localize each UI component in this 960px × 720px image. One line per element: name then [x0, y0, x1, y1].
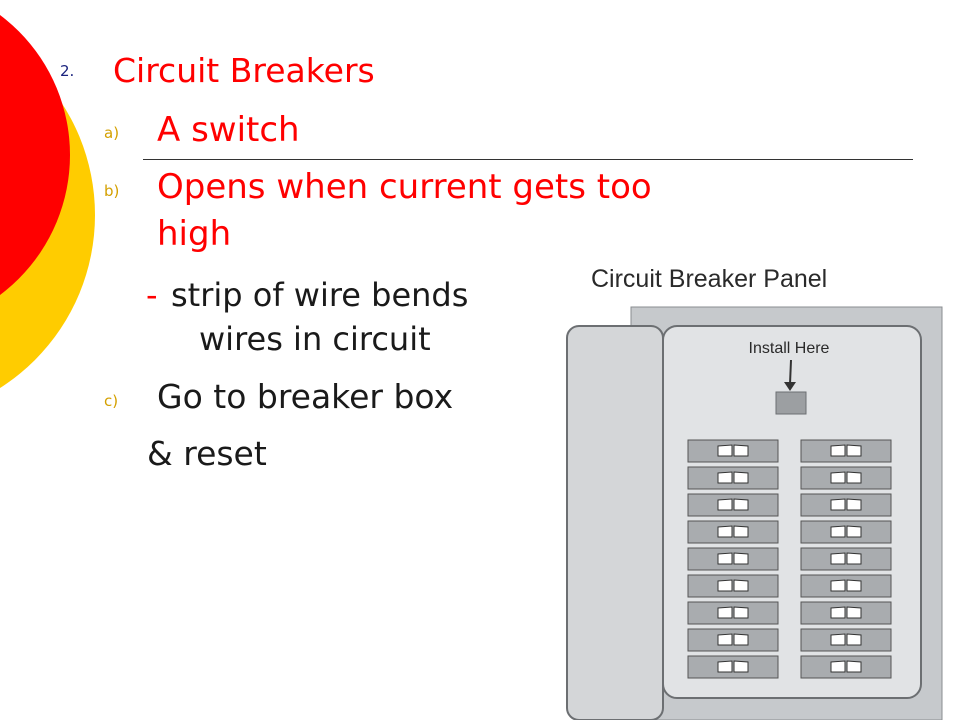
marker-a: a)	[104, 124, 120, 142]
item-a-text: A switch	[157, 110, 300, 150]
breaker-switch	[687, 655, 779, 679]
breaker-grid	[687, 439, 892, 679]
breaker-switch	[800, 466, 892, 490]
breaker-panel-image: Circuit Breaker Panel Install Here	[565, 257, 950, 720]
breaker-switch	[687, 493, 779, 517]
decorative-circles	[0, 15, 95, 388]
marker-c: c)	[104, 392, 119, 410]
breaker-switch	[687, 439, 779, 463]
panel-drawing: Install Here	[566, 306, 943, 720]
breaker-switch	[800, 628, 892, 652]
reset-line: & reset	[147, 434, 267, 473]
item-b-line1: Opens when current gets too	[157, 167, 652, 207]
breaker-switch	[800, 439, 892, 463]
sub-line1: strip of wire bends	[171, 276, 469, 314]
marker-b: b)	[104, 182, 120, 200]
breaker-switch	[687, 628, 779, 652]
install-label: Install Here	[749, 340, 830, 357]
breaker-switch	[687, 466, 779, 490]
list-number: 2.	[60, 62, 75, 80]
breaker-switch	[800, 520, 892, 544]
item-b-line2: high	[157, 214, 232, 254]
sub-line2: wires in circuit	[199, 320, 431, 358]
install-arrow-head	[784, 382, 796, 391]
panel-title: Circuit Breaker Panel	[591, 265, 828, 293]
breaker-switch	[800, 547, 892, 571]
red-circle	[0, 15, 70, 295]
breaker-switch	[687, 547, 779, 571]
breaker-switch	[687, 601, 779, 625]
breaker-switch	[687, 574, 779, 598]
item-c-text: Go to breaker box	[157, 377, 454, 416]
sub-dash: -	[146, 276, 158, 314]
panel-door	[566, 325, 664, 720]
slide-title: Circuit Breakers	[113, 51, 375, 90]
breaker-switch	[687, 520, 779, 544]
breaker-switch	[800, 493, 892, 517]
breaker-switch	[800, 601, 892, 625]
breaker-switch	[800, 655, 892, 679]
divider-line	[143, 159, 913, 160]
install-slot	[775, 391, 807, 415]
breaker-switch	[800, 574, 892, 598]
install-arrow-shaft	[789, 359, 792, 385]
